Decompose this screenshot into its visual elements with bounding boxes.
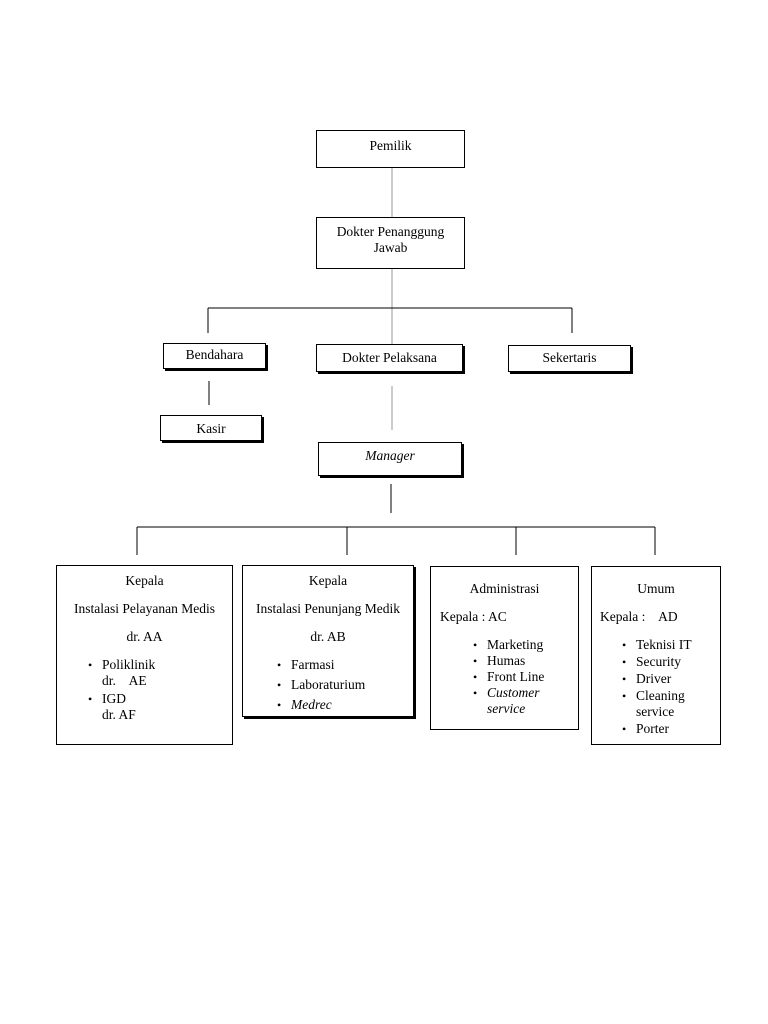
list-item: Poliklinik dr. AE xyxy=(88,657,232,689)
list-item: Humas xyxy=(473,653,578,669)
list-item: Laboraturium xyxy=(277,677,413,693)
manager-box: Manager xyxy=(318,442,462,476)
owner-label: Pemilik xyxy=(369,138,412,153)
department-chief: dr. AA xyxy=(126,629,163,644)
department-medical-support: Kepala Instalasi Penunjang Medik dr. AB … xyxy=(242,565,414,717)
department-chief: Kepala : AD xyxy=(600,609,678,624)
department-name: Instalasi Pelayanan Medis xyxy=(74,601,215,616)
treasurer-box: Bendahara xyxy=(163,343,266,369)
owner-box: Pemilik xyxy=(316,130,465,168)
cashier-label: Kasir xyxy=(196,421,226,436)
department-chief: Kepala : AC xyxy=(440,609,507,624)
executing-doctor-box: Dokter Pelaksana xyxy=(316,344,463,372)
item-label: Farmasi xyxy=(291,657,335,672)
list-item: Farmasi xyxy=(277,657,413,673)
executing-doctor-label: Dokter Pelaksana xyxy=(342,350,437,365)
list-item: Porter xyxy=(622,721,720,737)
secretary-box: Sekertaris xyxy=(508,345,631,372)
item-label: Front Line xyxy=(487,669,545,684)
item-label: Security xyxy=(636,654,681,669)
item-label: Humas xyxy=(487,653,526,668)
manager-label: Manager xyxy=(365,448,415,463)
department-general: Umum Kepala : AD Teknisi IT Security Dri… xyxy=(591,566,721,745)
department-administration: Administrasi Kepala : AC Marketing Humas… xyxy=(430,566,579,730)
list-item: Customer service xyxy=(473,685,551,717)
item-label: Poliklinik xyxy=(102,657,156,672)
item-label: Porter xyxy=(636,721,669,736)
list-item: Teknisi IT xyxy=(622,637,720,653)
item-label: Laboraturium xyxy=(291,677,366,692)
list-item: Driver xyxy=(622,671,720,687)
treasurer-label: Bendahara xyxy=(185,347,244,362)
list-item: IGD dr. AF xyxy=(88,691,232,723)
item-label: Customer service xyxy=(487,685,540,716)
department-medical-services: Kepala Instalasi Pelayanan Medis dr. AA … xyxy=(56,565,233,745)
list-item: Security xyxy=(622,654,720,670)
list-item: Front Line xyxy=(473,669,578,685)
responsible-doctor-label: Dokter Penanggung Jawab xyxy=(336,224,445,255)
item-label: IGD xyxy=(102,691,126,706)
department-chief: dr. AB xyxy=(310,629,346,644)
item-doctor: dr. AE xyxy=(102,673,147,688)
list-item: Medrec xyxy=(277,697,413,713)
item-doctor: dr. AF xyxy=(102,707,136,722)
list-item: Cleaning service xyxy=(622,688,700,720)
cashier-box: Kasir xyxy=(160,415,262,441)
item-label: Cleaning service xyxy=(636,688,685,719)
item-label: Teknisi IT xyxy=(636,637,692,652)
department-name: Umum xyxy=(637,581,675,596)
item-label: Medrec xyxy=(291,697,332,712)
secretary-label: Sekertaris xyxy=(542,350,597,365)
list-item: Marketing xyxy=(473,637,578,653)
item-label: Driver xyxy=(636,671,672,686)
item-label: Marketing xyxy=(487,637,544,652)
responsible-doctor-box: Dokter Penanggung Jawab xyxy=(316,217,465,269)
department-head-title: Kepala xyxy=(125,573,164,588)
department-name: Administrasi xyxy=(469,581,540,596)
department-name: Instalasi Penunjang Medik xyxy=(256,601,400,616)
department-head-title: Kepala xyxy=(308,573,348,588)
